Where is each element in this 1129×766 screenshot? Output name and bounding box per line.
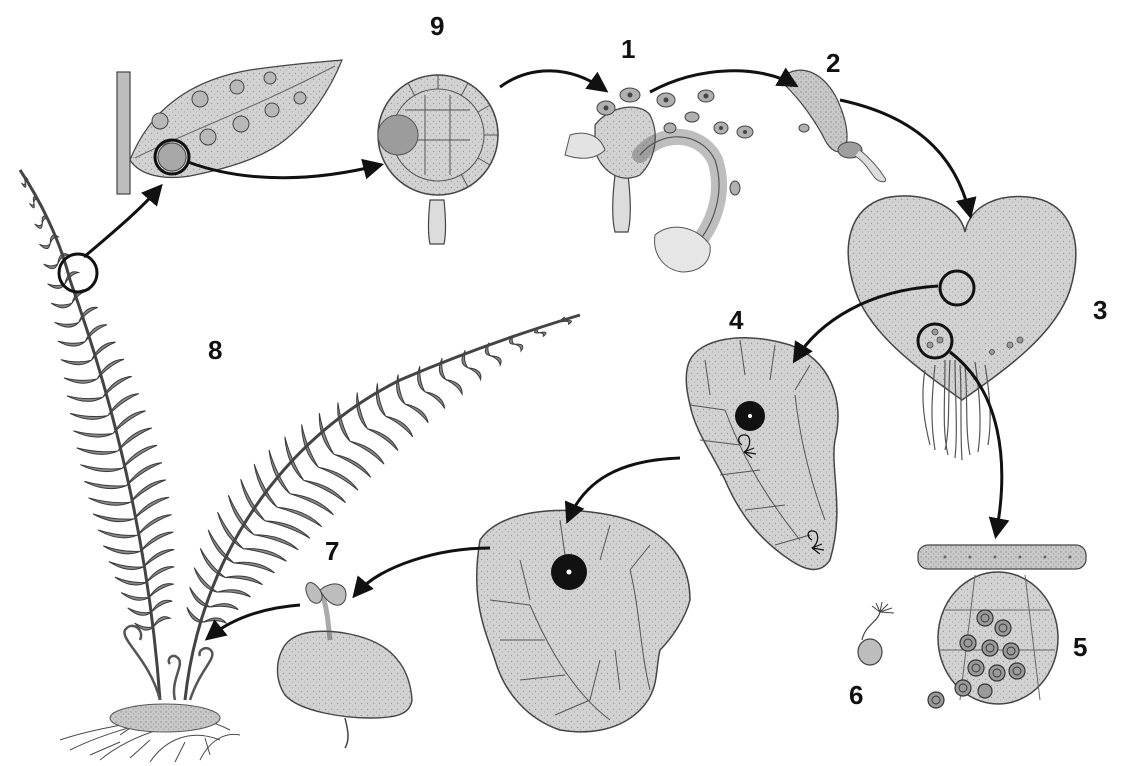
fern-pinna xyxy=(64,378,97,383)
fern-pinna xyxy=(70,413,108,419)
fern-pinna xyxy=(254,535,298,550)
stage-label-7: 7 xyxy=(325,538,339,564)
fern-pinna xyxy=(128,608,152,615)
fern-pinna xyxy=(121,593,149,601)
fern-pinna xyxy=(386,416,413,437)
fern-pinna xyxy=(243,549,286,562)
fern-pinna xyxy=(269,450,290,494)
sporangium xyxy=(378,75,498,244)
fern-pinna xyxy=(103,546,140,554)
fern-pinna xyxy=(204,618,226,623)
fern-pinna xyxy=(217,590,250,597)
fern-pinna xyxy=(234,562,275,573)
fern-pinna xyxy=(58,341,85,346)
arrow-spores-to-germination xyxy=(650,71,795,92)
fern-pinna xyxy=(225,576,262,585)
stage-label-6: 6 xyxy=(849,682,863,708)
fern-pinna xyxy=(22,183,26,188)
fern-pinna xyxy=(44,264,58,269)
fern-pinna xyxy=(144,549,175,566)
fern-pinna xyxy=(84,481,126,488)
fern-pinna xyxy=(368,429,399,451)
fern-pinna xyxy=(425,392,445,409)
stage-label-5: 5 xyxy=(1073,634,1087,660)
fern-pinna xyxy=(73,431,113,437)
fern-pinna xyxy=(491,356,502,365)
fern-pinna xyxy=(67,396,103,402)
fern-pinna xyxy=(30,203,35,208)
arrow-frond-to-pinna xyxy=(84,187,160,257)
fern-pinna xyxy=(115,577,146,585)
fern-pinna xyxy=(77,448,118,455)
antheridium-releasing-sperm xyxy=(918,545,1086,708)
single-sperm-cell xyxy=(858,602,894,665)
stage-label-4: 4 xyxy=(729,307,743,333)
fiddlehead-mid xyxy=(169,656,180,700)
fern-pinna xyxy=(149,584,174,598)
arrow-egg-to-young-sporophyte xyxy=(355,548,490,595)
sporangium-releasing-spores xyxy=(565,88,809,272)
fern-pinna xyxy=(35,224,43,229)
fern-pinna xyxy=(539,332,546,336)
fern-pinna xyxy=(302,425,319,468)
fern-pinna xyxy=(39,244,50,249)
fern-pinna xyxy=(446,380,462,395)
fern-pinna xyxy=(151,600,172,612)
young-sporophyte-on-prothallus xyxy=(278,583,413,748)
fern-pinna xyxy=(109,562,144,570)
fern-pinna xyxy=(61,360,92,365)
fern-pinna xyxy=(80,465,122,472)
fern-pinna xyxy=(350,441,384,464)
fern-pinna xyxy=(141,532,174,551)
stage-label-3: 3 xyxy=(1093,297,1107,323)
fern-pinna xyxy=(468,368,481,380)
fern-pinna xyxy=(98,530,138,538)
stage-label-9: 9 xyxy=(430,13,444,39)
fern-pinna xyxy=(93,514,134,522)
fern-pinna xyxy=(146,567,174,583)
fern-pinna xyxy=(153,617,170,627)
stage-label-1: 1 xyxy=(621,36,635,62)
fern-pinna xyxy=(138,515,172,536)
fern-pinna xyxy=(515,344,523,351)
fern-pinna xyxy=(55,322,79,327)
fern-pinna xyxy=(338,403,351,442)
fern-pinna xyxy=(210,604,238,610)
arrow-sporangium-to-dehiscence xyxy=(500,71,605,90)
stage-label-8: 8 xyxy=(208,337,222,363)
fertilized-egg-archegonium xyxy=(477,510,690,731)
prothallus-gametophyte xyxy=(848,196,1076,460)
archegonium-with-sperm xyxy=(686,338,838,570)
fern-pinna xyxy=(89,498,131,505)
fern-pinna xyxy=(565,321,571,325)
fern-pinna xyxy=(113,411,146,434)
stage-label-2: 2 xyxy=(826,50,840,76)
fern-pinna xyxy=(405,404,428,423)
fern-pinna xyxy=(265,521,310,538)
fern-pinna xyxy=(51,303,72,308)
